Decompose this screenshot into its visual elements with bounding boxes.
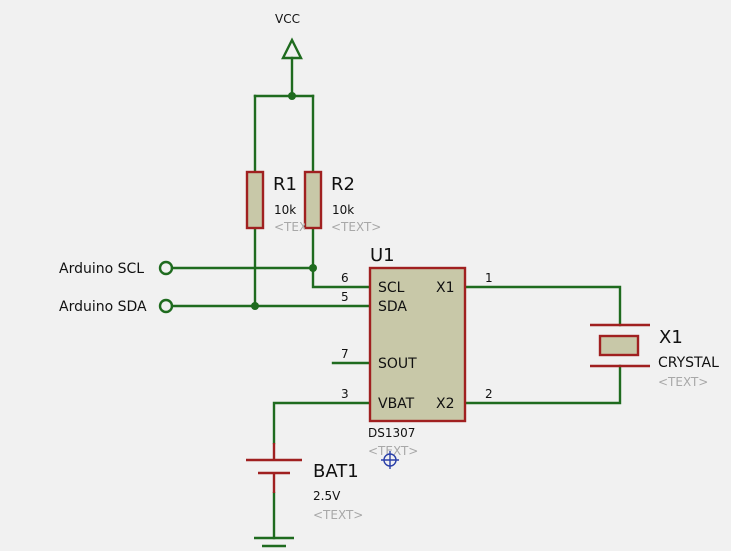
vcc-terminal[interactable]: VCC: [275, 12, 303, 60]
chip-u1-text: <TEXT>: [368, 444, 418, 458]
resistor-r1-body: [245, 170, 265, 230]
ground-icon[interactable]: [254, 536, 294, 548]
chip-u1-ref: U1: [370, 245, 395, 266]
resistor-r2[interactable]: R2 10k <TEXT>: [303, 170, 381, 234]
chip-pin-name: SOUT: [378, 356, 417, 372]
chip-pin-name: SDA: [378, 299, 407, 315]
resistor-r2-ref: R2: [331, 174, 355, 195]
chip-pin-name: X2: [436, 396, 455, 412]
chip-u1-part: DS1307: [368, 426, 415, 440]
chip-pin-number: 2: [485, 387, 493, 401]
battery-value: 2.5V: [313, 489, 341, 503]
chip-pin-number: 7: [341, 347, 349, 361]
crystal-body: [598, 334, 640, 357]
vcc-label: VCC: [275, 12, 300, 26]
vcc-arrow-icon: [281, 37, 303, 60]
chip-pin-number: 1: [485, 271, 493, 285]
wires: [170, 56, 622, 540]
resistor-r1-text-group: <TEXT>: [274, 220, 324, 234]
terminal-scl-label: Arduino SCL: [59, 261, 144, 277]
resistor-r1-text-clip: <TEXT>: [274, 220, 324, 234]
battery-ref: BAT1: [313, 461, 359, 482]
crystal-ref: X1: [659, 327, 683, 348]
resistor-r1[interactable]: R1 10k: [245, 170, 297, 230]
chip-pin-name: X1: [436, 280, 455, 296]
chip-u1-body: [368, 266, 467, 423]
terminal-sda-pin-icon[interactable]: [158, 298, 174, 314]
terminal-sda-label: Arduino SDA: [59, 299, 147, 315]
resistor-r2-text: <TEXT>: [331, 220, 381, 234]
junction-vcc: [288, 92, 296, 100]
chip-pin-name: SCL: [378, 280, 405, 296]
chip-pin-number: 6: [341, 271, 349, 285]
resistor-r2-body: [303, 170, 323, 230]
wire-x2[interactable]: [463, 364, 622, 405]
crystal-text: <TEXT>: [658, 375, 708, 389]
wire-x1[interactable]: [463, 285, 622, 327]
junction-scl: [309, 264, 317, 272]
junctions: [251, 92, 317, 310]
terminal-scl-pin-icon[interactable]: [158, 260, 174, 276]
chip-u1[interactable]: U1 6 5 7 3 1 2 SCL SDA SOUT VBAT X1 X2 D…: [341, 245, 493, 458]
resistor-r1-ref: R1: [273, 174, 297, 195]
battery-bat1[interactable]: BAT1 2.5V <TEXT>: [246, 443, 363, 522]
wire-vbat[interactable]: [272, 401, 372, 445]
junction-sda: [251, 302, 259, 310]
battery-text: <TEXT>: [313, 508, 363, 522]
crystal-value: CRYSTAL: [658, 355, 719, 371]
resistor-r1-text: <TEXT>: [274, 220, 324, 234]
resistor-r1-value: 10k: [274, 203, 296, 217]
terminal-sda[interactable]: Arduino SDA: [59, 298, 174, 315]
terminal-scl[interactable]: Arduino SCL: [59, 260, 174, 277]
chip-pin-name: VBAT: [378, 396, 415, 412]
wire-r2-bottom[interactable]: [311, 226, 372, 289]
chip-pin-number: 3: [341, 387, 349, 401]
resistor-r2-value: 10k: [332, 203, 354, 217]
crystal-x1[interactable]: X1 CRYSTAL <TEXT>: [590, 323, 719, 389]
chip-pin-number: 5: [341, 290, 349, 304]
crosshair-marker-icon: [381, 451, 399, 469]
